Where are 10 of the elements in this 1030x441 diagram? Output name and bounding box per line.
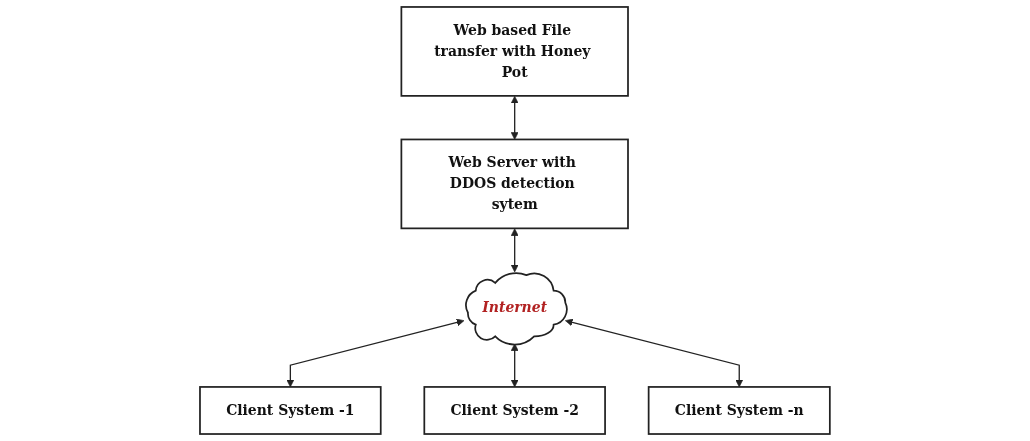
node-box: Web Server with DDOS detection sytem <box>400 138 629 230</box>
node-box: Client System -n <box>647 386 831 435</box>
node-box: Web based File transfer with Honey Pot <box>400 6 629 97</box>
arrow <box>286 318 465 388</box>
node-box: Client System -1 <box>199 386 382 435</box>
arrow <box>510 95 519 140</box>
node-box: Client System -2 <box>423 386 607 435</box>
arrow <box>510 228 519 273</box>
arrow <box>565 318 744 388</box>
arrow <box>510 343 519 388</box>
